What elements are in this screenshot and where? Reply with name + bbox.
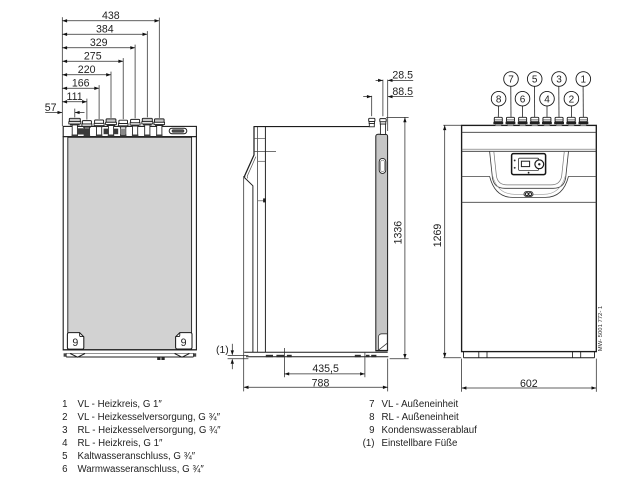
svg-text:384: 384 bbox=[96, 23, 114, 35]
svg-text:57: 57 bbox=[45, 102, 57, 114]
svg-text:3: 3 bbox=[62, 425, 67, 436]
svg-text:9: 9 bbox=[72, 337, 78, 349]
svg-text:Einstellbare Füße: Einstellbare Füße bbox=[382, 438, 458, 449]
svg-text:2: 2 bbox=[569, 94, 575, 105]
svg-text:3: 3 bbox=[556, 75, 562, 86]
svg-text:275: 275 bbox=[84, 50, 102, 62]
svg-text:28.5: 28.5 bbox=[392, 70, 413, 82]
svg-text:88.5: 88.5 bbox=[392, 86, 413, 98]
svg-text:9: 9 bbox=[369, 425, 374, 436]
svg-text:RL - Außeneinheit: RL - Außeneinheit bbox=[382, 412, 459, 423]
svg-text:(1): (1) bbox=[216, 345, 229, 356]
svg-text:VL - Heizkreis, G 1″: VL - Heizkreis, G 1″ bbox=[78, 399, 163, 410]
svg-text:Kaltwasseranschluss, G ¾″: Kaltwasseranschluss, G ¾″ bbox=[78, 451, 196, 462]
svg-text:111: 111 bbox=[67, 91, 83, 103]
svg-text:2: 2 bbox=[62, 412, 67, 423]
svg-text:4: 4 bbox=[62, 438, 68, 449]
svg-text:1: 1 bbox=[62, 399, 67, 410]
svg-text:788: 788 bbox=[312, 377, 330, 389]
svg-text:5: 5 bbox=[62, 451, 67, 462]
svg-text:MW- 5001 772- 1: MW- 5001 772- 1 bbox=[598, 306, 604, 351]
svg-text:6: 6 bbox=[62, 464, 67, 475]
svg-text:8: 8 bbox=[496, 94, 502, 105]
svg-text:4: 4 bbox=[544, 94, 550, 105]
svg-text:7: 7 bbox=[508, 75, 514, 86]
svg-text:8: 8 bbox=[369, 412, 374, 423]
svg-text:VL - Außeneinheit: VL - Außeneinheit bbox=[382, 399, 459, 410]
svg-text:(1): (1) bbox=[363, 438, 375, 449]
svg-text:1336: 1336 bbox=[392, 221, 404, 245]
svg-text:220: 220 bbox=[78, 64, 96, 76]
svg-text:6: 6 bbox=[520, 94, 526, 105]
svg-text:7: 7 bbox=[369, 399, 374, 410]
svg-text:Kondenswasserablauf: Kondenswasserablauf bbox=[382, 425, 478, 436]
svg-text:9: 9 bbox=[181, 337, 187, 349]
svg-text:602: 602 bbox=[520, 378, 538, 390]
svg-text:1: 1 bbox=[581, 75, 587, 86]
svg-text:VL - Heizkesselversorgung, G ¾: VL - Heizkesselversorgung, G ¾″ bbox=[78, 412, 221, 423]
svg-text:166: 166 bbox=[72, 77, 90, 89]
svg-text:RL - Heizkreis, G 1″: RL - Heizkreis, G 1″ bbox=[78, 438, 163, 449]
svg-text:329: 329 bbox=[90, 37, 108, 49]
svg-text:438: 438 bbox=[102, 10, 120, 22]
svg-text:Warmwasseranschluss, G ¾″: Warmwasseranschluss, G ¾″ bbox=[78, 464, 205, 475]
svg-text:RL - Heizkesselversorgung, G ¾: RL - Heizkesselversorgung, G ¾″ bbox=[78, 425, 222, 436]
svg-text:1269: 1269 bbox=[432, 224, 444, 248]
svg-text:5: 5 bbox=[532, 75, 538, 86]
svg-text:435,5: 435,5 bbox=[312, 363, 339, 375]
